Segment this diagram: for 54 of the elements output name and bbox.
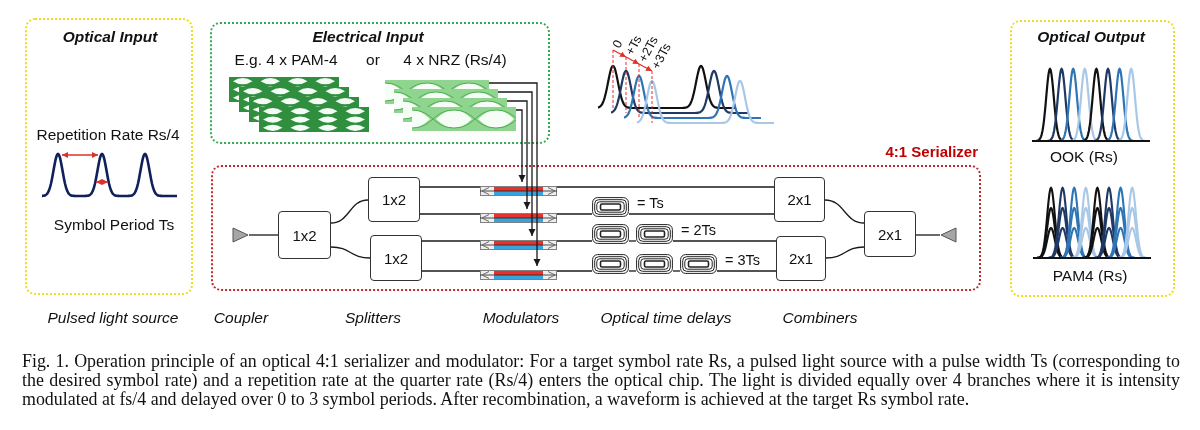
splitter-box: 1x2: [278, 211, 331, 259]
connector-line: [421, 240, 481, 242]
column-caption: Splitters: [345, 309, 401, 327]
column-caption: Modulators: [482, 309, 560, 327]
arrow: [506, 100, 531, 210]
connector-line: [824, 199, 865, 224]
connector-line: [915, 234, 941, 236]
delay-label: = 3Ts: [725, 252, 761, 268]
connector-line: [419, 213, 481, 215]
connector-line: [556, 186, 775, 188]
column-caption: Combiners: [782, 309, 858, 327]
panel-heading: Electrical Input: [312, 28, 424, 46]
connector-line: [556, 270, 593, 272]
connector-line: [330, 246, 371, 259]
connector-line: [421, 270, 481, 272]
connector-line: [825, 246, 865, 259]
splitter-box: 1x2: [370, 235, 422, 281]
annotation-text: or: [366, 51, 380, 69]
annotation-text: PAM4 (Rs): [1052, 267, 1128, 285]
output-panel: [1010, 20, 1175, 297]
connector-line: [556, 213, 593, 215]
column-caption: Optical time delays: [600, 309, 732, 327]
panel-heading: Optical Output: [1037, 28, 1145, 46]
annotation-text: OOK (Rs): [1050, 148, 1118, 166]
panel-heading: Optical Input: [62, 28, 158, 46]
caption-text: Pulsed light source: [47, 309, 179, 327]
arrow: [515, 109, 526, 183]
combiner-box: 2x1: [864, 211, 916, 257]
annotation-text: 4 x NRZ (Rs/4): [403, 51, 507, 69]
connector-line: [330, 199, 369, 224]
column-caption: Coupler: [213, 309, 269, 327]
connector-line: [556, 240, 593, 242]
arrow: [497, 91, 536, 237]
delay-label: = Ts: [637, 195, 664, 211]
connector-line: [628, 240, 637, 242]
combiner-box: 2x1: [774, 177, 825, 222]
annotation-text: Repetition Rate Rs/4: [36, 126, 180, 144]
connector-line: [628, 213, 775, 215]
delay-label: = 2Ts: [681, 222, 717, 238]
connector-line: [628, 270, 637, 272]
connector-line: [716, 270, 777, 272]
connector-line: [672, 270, 681, 272]
figure-caption: Fig. 1. Operation principle of an optical 4:1 serializer and modulator: For a target symbol rate Rs, a pulsed light source with a pulse width Ts (corresponding to the desired symbol rate) and a repetition rate at the quarter rate (Rs/4) enters the optical chip. The light is divided equally over 4 branches where it is intensity modulated at fs/4 and delayed over 0 to 3 symbol periods. After recombination, a waveform is achieved at the target Rs symbol rate.: [22, 352, 1180, 409]
connector-line: [248, 234, 279, 236]
combiner-box: 2x1: [776, 236, 826, 281]
input-panel: [210, 22, 550, 144]
connector-line: [419, 186, 481, 188]
connector-line: [672, 240, 777, 242]
panel-heading: 4:1 Serializer: [885, 143, 978, 161]
arrow: [488, 82, 541, 267]
splitter-box: 1x2: [368, 177, 420, 222]
annotation-text: E.g. 4 x PAM-4: [234, 51, 338, 69]
offset-label: 0: [609, 37, 626, 51]
annotation-text: Symbol Period Ts: [53, 216, 175, 234]
